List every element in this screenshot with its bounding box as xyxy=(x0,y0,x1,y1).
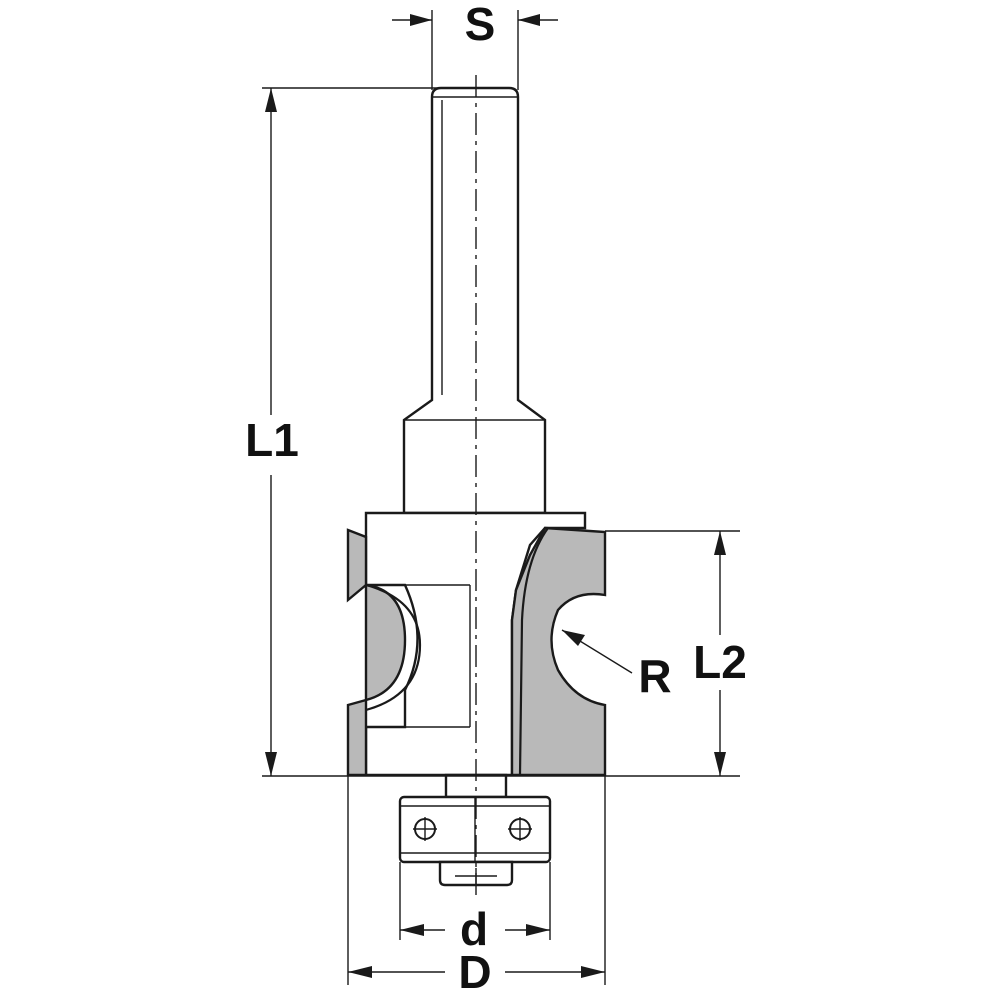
shank xyxy=(402,86,547,515)
bearing-bolt-right-icon xyxy=(508,817,532,841)
label-s: S xyxy=(465,0,496,50)
bearing xyxy=(398,773,552,887)
label-r: R xyxy=(638,650,671,702)
dimension-s xyxy=(392,10,558,90)
label-d-large: D xyxy=(458,946,491,998)
label-l2: L2 xyxy=(693,636,747,688)
dimension-l2 xyxy=(605,530,740,776)
dimension-d-small xyxy=(399,862,551,940)
bearing-bolt-left-icon xyxy=(413,817,437,841)
dimension-d-large xyxy=(347,776,606,985)
dimension-l1 xyxy=(262,87,740,777)
label-l1: L1 xyxy=(245,414,299,466)
dimension-r xyxy=(561,629,633,674)
left-cutting-edge xyxy=(346,528,422,777)
right-cutting-edge xyxy=(510,526,607,777)
label-d-small: d xyxy=(460,903,488,955)
